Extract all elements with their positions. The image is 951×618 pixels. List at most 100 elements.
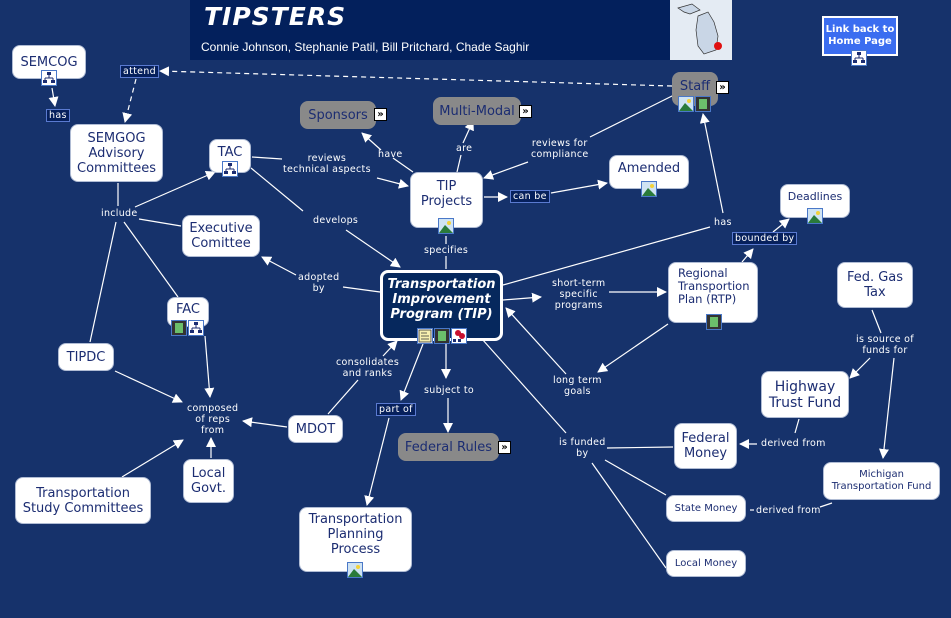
node-state-money[interactable]: State Money	[666, 495, 746, 522]
link-label-are: are	[456, 143, 473, 154]
semcog-icons	[41, 70, 57, 86]
node-label: Local	[191, 466, 226, 481]
node-tac[interactable]: TAC	[209, 139, 251, 173]
concept-map-icon[interactable]	[188, 320, 204, 336]
link-label-derived-from-federal: derived from	[761, 438, 826, 449]
tac-icons	[222, 161, 238, 177]
link-label-derived-from-state: derived from	[756, 505, 821, 516]
fac-icons	[171, 320, 204, 336]
node-label: Highway	[774, 378, 836, 395]
image-icon[interactable]	[347, 562, 363, 578]
tip-projects-icons	[438, 218, 454, 234]
authors-line: Connie Johnson, Stephanie Patil, Bill Pr…	[201, 40, 530, 54]
node-label: Amended	[617, 160, 681, 176]
link-label-develops: develops	[313, 215, 359, 226]
image-icon[interactable]	[641, 181, 657, 197]
node-label: Michigan	[859, 469, 904, 480]
node-multimodal[interactable]: Multi-Modal	[433, 97, 521, 125]
image-icon[interactable]	[807, 208, 823, 224]
video-icon[interactable]	[706, 314, 722, 330]
document-icon[interactable]	[417, 328, 433, 344]
image-icon[interactable]	[678, 96, 694, 112]
node-sponsors[interactable]: Sponsors	[300, 101, 376, 129]
node-mdot[interactable]: MDOT	[288, 415, 343, 443]
expand-icon[interactable]: »	[374, 108, 387, 121]
node-local-money[interactable]: Local Money	[666, 550, 746, 577]
node-label: Transportation	[36, 485, 130, 501]
app-title: TIPSTERS	[204, 2, 347, 31]
video-icon[interactable]	[434, 328, 450, 344]
video-icon[interactable]	[171, 320, 187, 336]
link-label-has-staff: has	[714, 217, 732, 228]
link-label-can-be: can be	[510, 190, 550, 203]
node-label: State Money	[674, 503, 738, 514]
node-label: TAC	[217, 144, 243, 160]
expand-icon[interactable]: »	[498, 441, 511, 454]
node-label: Advisory	[88, 145, 145, 161]
node-deadlines[interactable]: Deadlines	[780, 184, 850, 218]
michigan-map-icon	[670, 0, 732, 60]
node-label: Federal	[681, 431, 730, 446]
amended-icons	[641, 181, 657, 197]
concept-map-icon[interactable]	[851, 50, 867, 66]
video-icon[interactable]	[695, 96, 711, 112]
home-link-line2: Home Page	[828, 36, 892, 47]
concept-map-icon[interactable]	[41, 70, 57, 86]
image-icon[interactable]	[438, 218, 454, 234]
node-label: Trust Fund	[768, 394, 842, 411]
link-label-attend: attend	[120, 65, 159, 78]
node-label: Improvement	[392, 292, 491, 307]
linked-maps-icon[interactable]	[451, 328, 467, 344]
concept-map-icon[interactable]	[222, 161, 238, 177]
expand-icon[interactable]: »	[716, 81, 729, 94]
header-banner: TIPSTERS Connie Johnson, Stephanie Patil…	[190, 0, 670, 60]
link-label-has: has	[46, 109, 70, 122]
tip-main-icons	[417, 328, 467, 344]
node-label: Tax	[864, 285, 886, 300]
node-label: Deadlines	[787, 189, 843, 203]
node-label: Transportation	[387, 277, 496, 292]
node-label: Transportion	[678, 279, 750, 293]
link-label-subject-to: subject to	[424, 385, 474, 396]
node-label: Multi-Modal	[439, 103, 515, 119]
node-federal-rules[interactable]: Federal Rules	[398, 433, 499, 461]
node-label: Federal Rules	[404, 439, 493, 455]
node-label: SEMCOG	[20, 54, 78, 70]
node-label: Process	[330, 542, 381, 557]
node-amended[interactable]: Amended	[609, 155, 689, 189]
node-tipdc[interactable]: TIPDC	[58, 343, 114, 371]
node-label: Study Committees	[22, 500, 144, 516]
home-link-line1: Link back to	[825, 24, 895, 35]
node-label: Transportation	[308, 512, 403, 527]
link-label-specifies: specifies	[424, 245, 469, 256]
node-label: Staff	[679, 78, 711, 94]
link-label-include: include	[101, 208, 138, 219]
node-label: TIPDC	[66, 349, 106, 365]
link-label-bounded-by: bounded by	[732, 232, 798, 245]
node-label: Fed. Gas	[846, 270, 904, 285]
expand-icon[interactable]: »	[519, 105, 532, 118]
node-label: Money	[683, 446, 728, 461]
rtp-icons	[706, 314, 722, 330]
trans-planning-icons	[347, 562, 363, 578]
node-label: Planning	[327, 527, 384, 542]
node-label: Govt.	[191, 481, 226, 496]
